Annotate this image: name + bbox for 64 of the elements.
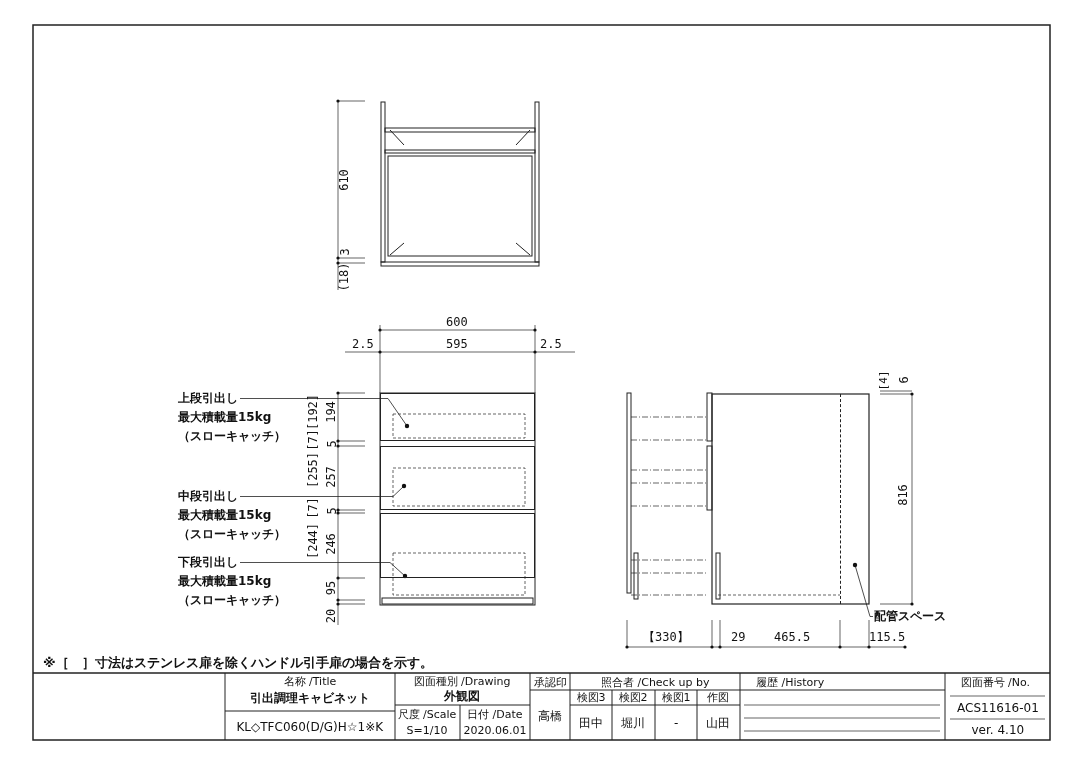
dimension-text: 194 bbox=[324, 401, 337, 423]
title-block-text: ACS11616-01 bbox=[957, 702, 1039, 714]
title-block-text: S=1/10 bbox=[406, 724, 448, 736]
dimension-text: 2.5 bbox=[352, 338, 374, 350]
drawer-label: 中段引出し bbox=[178, 488, 238, 505]
title-block-text: 高橋 bbox=[538, 710, 562, 722]
title-block-text: 図面種別 /Drawing bbox=[413, 675, 511, 687]
title-block-text: ver. 4.10 bbox=[971, 724, 1025, 736]
space-label: 配管スペース bbox=[874, 608, 946, 625]
dimension-text: 29 bbox=[731, 631, 746, 643]
drawer-label: 下段引出し bbox=[178, 554, 238, 571]
dimension-text: [192] bbox=[307, 393, 320, 431]
dimension-text: 610 bbox=[337, 169, 350, 191]
dimension-text: 20 bbox=[325, 608, 338, 624]
dimension-text: 【330】 bbox=[643, 631, 689, 643]
title-block-text: 堀川 bbox=[621, 717, 645, 729]
dimension-text: 816 bbox=[896, 484, 909, 506]
title-block-text: 2020.06.01 bbox=[463, 724, 527, 736]
drawer-front bbox=[380, 513, 535, 578]
title-block-text: 作図 bbox=[707, 691, 729, 703]
dimension-text: 246 bbox=[324, 533, 337, 555]
dimension-text: 595 bbox=[446, 338, 468, 350]
dimension-text: [244] bbox=[307, 522, 320, 560]
title-block-text: 検図1 bbox=[661, 691, 691, 703]
drawer-spec-text: （スローキャッチ） bbox=[178, 428, 286, 445]
dimension-text: 115.5 bbox=[869, 631, 906, 643]
drawer-spec-text: （スローキャッチ） bbox=[178, 526, 286, 543]
dimension-text: [7] bbox=[306, 497, 319, 519]
dimension-text: 6 bbox=[897, 376, 910, 384]
dimension-text: 600 bbox=[446, 316, 468, 328]
drawer-spec-text: 最大積載量15kg bbox=[178, 507, 272, 524]
note-text: ※［ ］寸法はステンレス扉を除くハンドル引手扉の場合を示す。 bbox=[43, 655, 433, 669]
title-block-text: 検図2 bbox=[618, 691, 648, 703]
dimension-text: 257 bbox=[324, 466, 337, 488]
title-block-text: 尺度 /Scale bbox=[397, 708, 457, 720]
title-block-text: 名称 /Title bbox=[283, 675, 337, 687]
dimension-text: 465.5 bbox=[774, 631, 811, 643]
drawer-spec-text: 最大積載量15kg bbox=[178, 573, 272, 590]
drawer-spec-text: 最大積載量15kg bbox=[178, 409, 272, 426]
title-block-text: 検図3 bbox=[576, 691, 606, 703]
dimension-text: 2.5 bbox=[540, 338, 562, 350]
title-block-text: 照合者 /Check up by bbox=[601, 676, 710, 688]
title-block-text: 承認印 bbox=[533, 676, 567, 688]
dimension-text: 5 bbox=[325, 507, 338, 515]
title-block-text: 履歴 /History bbox=[756, 676, 825, 688]
dimension-text: 95 bbox=[325, 580, 338, 596]
drawer-spec-text: （スローキャッチ） bbox=[178, 592, 286, 609]
dimension-text: 3 bbox=[338, 248, 351, 256]
title-block-text: - bbox=[674, 717, 679, 729]
dimension-text: (18) bbox=[337, 262, 350, 292]
title-block-text: 田中 bbox=[579, 717, 603, 729]
dimension-text: [255] bbox=[307, 451, 320, 489]
title-block-text: KL◇TFC060(D/G)H☆1※K bbox=[236, 721, 384, 733]
drawer-label: 上段引出し bbox=[178, 390, 238, 407]
dimension-text: [4] bbox=[878, 370, 890, 390]
dimension-text: 5 bbox=[325, 440, 338, 448]
title-block-text: 図面番号 /No. bbox=[960, 676, 1030, 688]
drawer-front bbox=[380, 446, 535, 510]
title-block-text: 引出調理キャビネット bbox=[250, 692, 370, 704]
dimension-text: [7] bbox=[306, 429, 319, 451]
title-block-text: 日付 /Date bbox=[467, 708, 523, 720]
drawer-front bbox=[380, 393, 535, 441]
title-block-text: 山田 bbox=[706, 717, 730, 729]
title-block-text: 外観図 bbox=[444, 690, 480, 702]
